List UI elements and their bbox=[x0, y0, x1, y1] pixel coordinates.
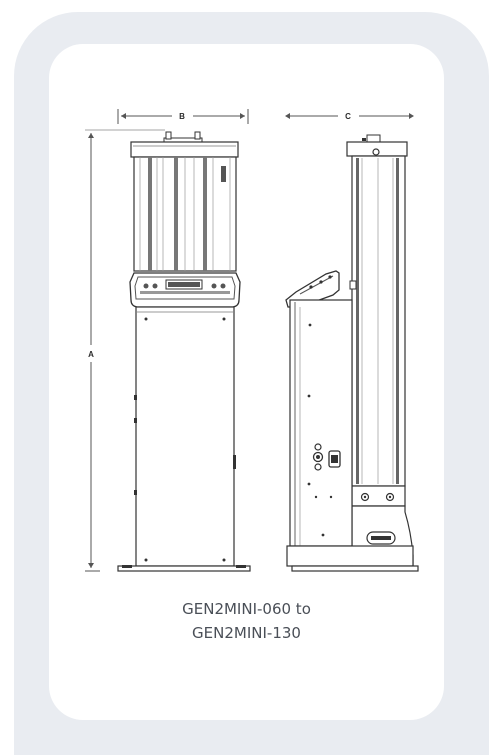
dimension-b: B bbox=[117, 109, 249, 124]
dimension-c: C bbox=[285, 112, 414, 121]
front-view bbox=[117, 131, 251, 572]
caption-line-1: GEN2MINI-060 to bbox=[182, 600, 311, 618]
model-range-caption: GEN2MINI-060 to GEN2MINI-130 bbox=[49, 597, 444, 645]
caption-line-2: GEN2MINI-130 bbox=[192, 624, 301, 642]
side-view bbox=[285, 134, 419, 572]
dimension-b-label: B bbox=[179, 112, 185, 121]
dimension-c-label: C bbox=[345, 112, 351, 121]
dimension-a: A bbox=[85, 129, 165, 572]
dimension-a-label: A bbox=[88, 350, 94, 359]
